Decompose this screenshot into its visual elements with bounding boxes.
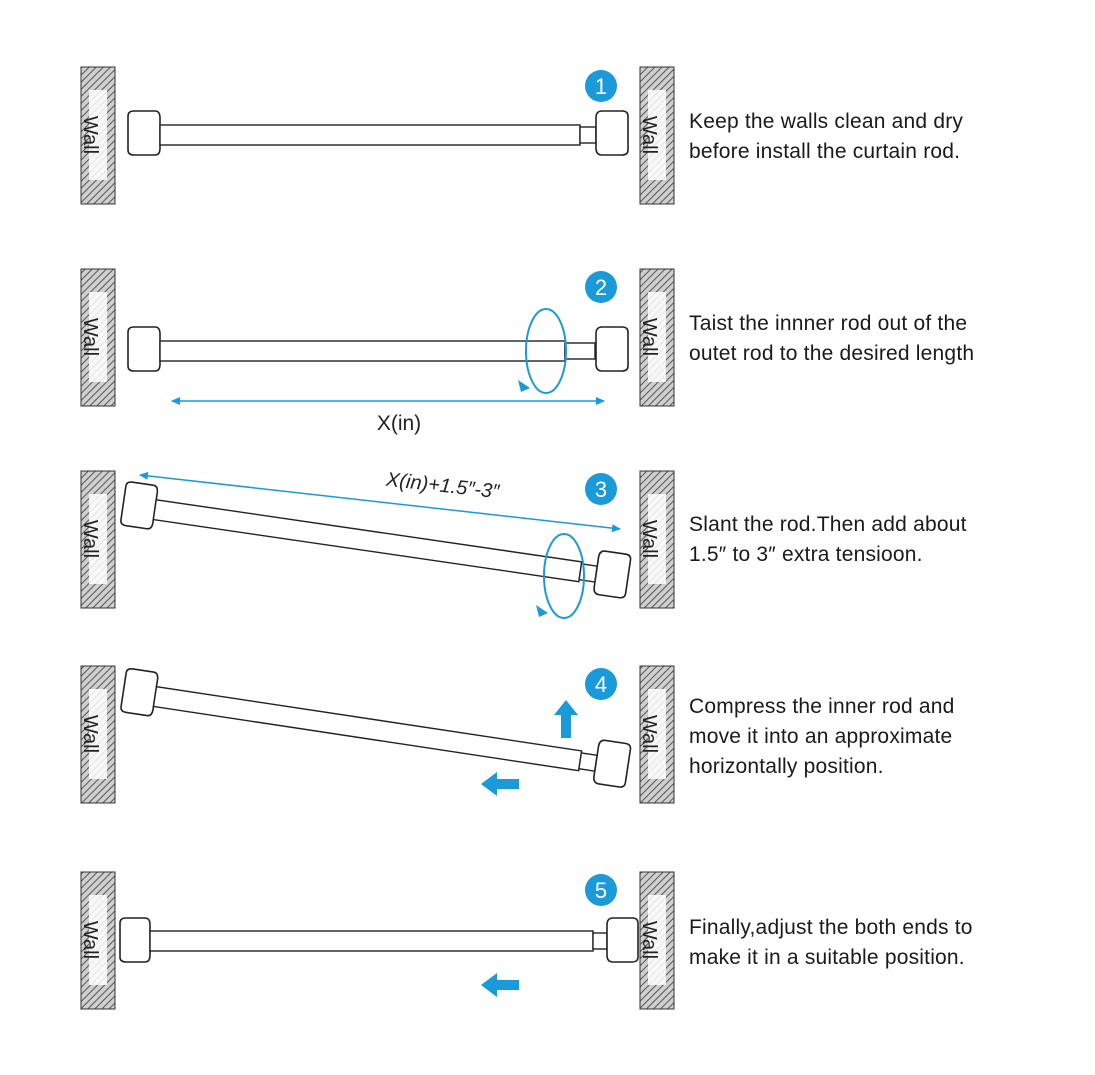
step-number: 3 <box>595 477 607 502</box>
wall-label: Wall <box>638 921 660 959</box>
tension-rod <box>120 667 632 788</box>
right-wall: Wall <box>638 871 675 1010</box>
tension-rod <box>127 110 629 156</box>
left-wall: Wall <box>79 665 116 804</box>
right-wall: Wall <box>638 470 675 609</box>
left-arrow-icon <box>481 772 519 796</box>
step-1-instructions: Keep the walls clean and dry before inst… <box>689 107 963 167</box>
step-1-badge: 1 <box>585 70 617 102</box>
instruction-line: 1.5″ to 3″ extra tensioon. <box>689 543 923 566</box>
instruction-line: Taist the innner rod out of the <box>689 312 968 335</box>
instruction-line: outet rod to the desired length <box>689 342 975 365</box>
left-wall: Wall <box>79 871 116 1010</box>
step-1-illustration: Wall Wall 1 <box>79 66 675 205</box>
right-wall: Wall <box>638 268 675 407</box>
step-number: 4 <box>595 672 607 697</box>
step-4-badge: 4 <box>585 668 617 700</box>
wall-label: Wall <box>638 520 660 558</box>
step-5-illustration: Wall Wall 5 <box>79 871 675 1010</box>
step-4-illustration: Wall Wall 4 <box>79 665 675 804</box>
left-wall: Wall <box>79 470 116 609</box>
instruction-line: before install the curtain rod. <box>689 140 961 163</box>
wall-label: Wall <box>638 318 660 356</box>
instruction-line: horizontally position. <box>689 755 884 778</box>
wall-label: Wall <box>638 715 660 753</box>
right-wall: Wall <box>638 66 675 205</box>
step-3-illustration: Wall Wall X(in)+1.5″-3″ 3 <box>79 469 675 619</box>
instruction-line: Slant the rod.Then add about <box>689 513 967 536</box>
left-arrow-icon <box>481 973 519 997</box>
rotate-arrow-icon <box>518 308 567 394</box>
rotate-arrow-icon <box>536 533 585 619</box>
wall-label: Wall <box>79 715 101 753</box>
wall-label: Wall <box>79 921 101 959</box>
step-2-badge: 2 <box>585 271 617 303</box>
step-2-illustration: Wall Wall X(in) 2 <box>79 268 675 435</box>
measure-label: X(in) <box>377 412 421 435</box>
step-number: 5 <box>595 878 607 903</box>
measure-label: X(in)+1.5″-3″ <box>384 469 501 504</box>
step-5-badge: 5 <box>585 874 617 906</box>
wall-label: Wall <box>79 116 101 154</box>
step-number: 1 <box>595 74 607 99</box>
tension-rod <box>119 917 639 963</box>
instruction-line: Finally,adjust the both ends to <box>689 916 973 939</box>
step-5-instructions: Finally,adjust the both ends to make it … <box>689 913 973 973</box>
step-3-badge: 3 <box>585 473 617 505</box>
step-4-instructions: Compress the inner rod and move it into … <box>689 692 955 782</box>
instruction-line: Keep the walls clean and dry <box>689 110 964 133</box>
step-number: 2 <box>595 275 607 300</box>
wall-label: Wall <box>79 520 101 558</box>
step-2-instructions: Taist the innner rod out of the outet ro… <box>689 309 974 369</box>
step-3-instructions: Slant the rod.Then add about 1.5″ to 3″ … <box>689 510 967 570</box>
measure-line: X(in) <box>171 397 605 435</box>
instruction-line: Compress the inner rod and <box>689 695 955 718</box>
right-wall: Wall <box>638 665 675 804</box>
instruction-line: move it into an approximate <box>689 725 953 748</box>
wall-label: Wall <box>638 116 660 154</box>
left-wall: Wall <box>79 268 116 407</box>
left-wall: Wall <box>79 66 116 205</box>
tension-rod <box>127 326 629 372</box>
instruction-line: make it in a suitable position. <box>689 946 965 969</box>
up-arrow-icon <box>554 700 578 738</box>
wall-label: Wall <box>79 318 101 356</box>
